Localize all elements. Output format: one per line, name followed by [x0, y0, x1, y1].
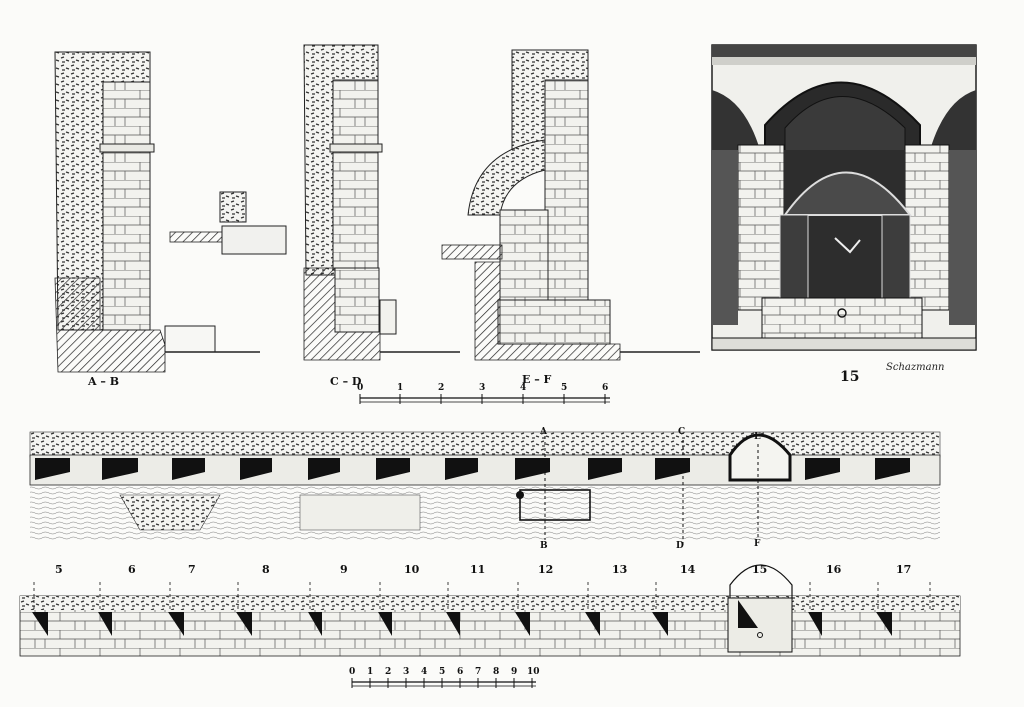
section-cd-drawing — [303, 44, 460, 361]
bay-number: 6 — [128, 563, 136, 576]
scale-large-tick: 0 — [349, 667, 356, 677]
bay-number: 7 — [188, 563, 196, 576]
scale-large-tick: 5 — [439, 667, 446, 677]
scale-small-tick: 6 — [602, 383, 609, 393]
bay-number: 13 — [612, 563, 628, 576]
scale-small-tick: 3 — [479, 383, 486, 393]
scale-large-tick: 6 — [457, 667, 464, 677]
scale-large-tick: 8 — [493, 667, 500, 677]
scale-large-tick: 10 — [527, 667, 540, 677]
plan-letter-d: D — [676, 541, 684, 551]
bay-number: 15 — [752, 563, 768, 576]
plan-drawing — [29, 430, 941, 545]
scale-large-tick: 1 — [367, 667, 374, 677]
scale-small-tick: 5 — [561, 383, 568, 393]
scale-large-tick: 3 — [403, 667, 410, 677]
scale-large-tick: 4 — [421, 667, 428, 677]
scale-small-tick: 4 — [520, 383, 527, 393]
bay-number: 12 — [538, 563, 554, 576]
signature: Schazmann — [886, 362, 945, 373]
section-label-cd: C – D — [330, 375, 362, 388]
scale-bar-small — [359, 394, 610, 404]
bay-number: 11 — [470, 563, 486, 576]
scale-bar-large — [351, 678, 536, 688]
section-ef-drawing — [441, 49, 700, 361]
section-label-ab: A – B — [88, 375, 119, 388]
bay-number: 10 — [404, 563, 420, 576]
scale-small-tick: 0 — [357, 383, 364, 393]
plan-letter-e: E — [754, 432, 761, 442]
section-label-ef: E – F — [522, 373, 552, 386]
lower-elevation-drawing — [19, 564, 961, 657]
bay-number: 8 — [262, 563, 270, 576]
scale-large-tick: 7 — [475, 667, 482, 677]
bay-number: 5 — [55, 563, 63, 576]
scale-small-tick: 1 — [397, 383, 404, 393]
bay-number: 16 — [826, 563, 842, 576]
plan-letter-a: A — [540, 427, 547, 437]
scale-large-tick: 2 — [385, 667, 392, 677]
bay-number: 9 — [340, 563, 348, 576]
plan-letter-c: C — [678, 427, 686, 437]
elevation-15-drawing — [711, 44, 977, 351]
scale-large-tick: 9 — [511, 667, 518, 677]
elevation-number-15: 15 — [840, 369, 860, 385]
plan-letter-f: F — [754, 539, 761, 549]
bay-number: 17 — [896, 563, 912, 576]
section-ab-drawing — [54, 51, 287, 373]
scale-small-tick: 2 — [438, 383, 445, 393]
plan-letter-b: B — [540, 541, 548, 551]
bay-number: 14 — [680, 563, 696, 576]
